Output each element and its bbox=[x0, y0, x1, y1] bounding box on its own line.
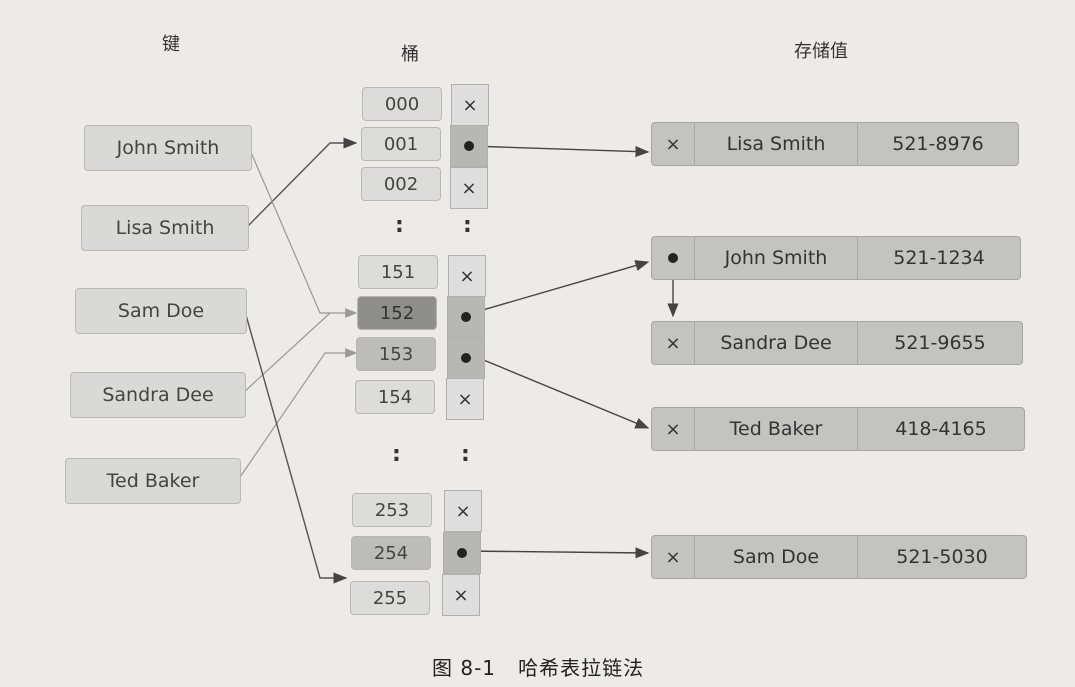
entry-ted-baker: × Ted Baker 418-4165 bbox=[651, 407, 1025, 451]
link-254-to-sam-doe bbox=[463, 547, 650, 559]
entry-next-null: × bbox=[652, 536, 695, 578]
figure-caption: 图 8-1 哈希表拉链法 bbox=[432, 656, 645, 680]
keys-header: 键 bbox=[162, 34, 180, 55]
key-sam-doe: Sam Doe bbox=[75, 288, 247, 334]
entry-next-null: × bbox=[652, 123, 695, 165]
key-ted-baker: Ted Baker bbox=[65, 458, 241, 504]
entry-sandra-dee: × Sandra Dee 521-9655 bbox=[651, 321, 1023, 365]
entry-value: 521-5030 bbox=[896, 546, 988, 568]
ellipsis-pointers-1: : bbox=[463, 213, 472, 238]
bucket-151: 151 bbox=[358, 255, 438, 289]
entry-sam-doe: × Sam Doe 521-5030 bbox=[651, 535, 1027, 579]
bucket-154-null: × bbox=[446, 378, 484, 420]
pointer-dot bbox=[457, 548, 467, 558]
pointer-dot bbox=[668, 253, 678, 263]
bucket-002-null: × bbox=[450, 167, 488, 209]
pointer-dot bbox=[461, 312, 471, 322]
bucket-154: 154 bbox=[355, 380, 435, 414]
pointer-dot bbox=[461, 353, 471, 363]
entry-lisa-smith: × Lisa Smith 521-8976 bbox=[651, 122, 1019, 166]
link-ted-baker-to-153 bbox=[237, 348, 358, 481]
bucket-000-null: × bbox=[451, 84, 489, 126]
ellipsis-buckets-2: : bbox=[392, 442, 401, 467]
bucket-253: 253 bbox=[352, 493, 432, 527]
bucket-001: 001 bbox=[361, 127, 441, 161]
link-john-smith-to-152 bbox=[249, 149, 358, 318]
link-152-to-john-smith bbox=[468, 260, 650, 315]
link-153-to-ted-baker bbox=[468, 353, 650, 429]
key-john-smith: John Smith bbox=[84, 125, 252, 171]
entry-value: 521-8976 bbox=[892, 133, 984, 155]
entry-name: Sandra Dee bbox=[695, 322, 858, 364]
entry-next-null: × bbox=[652, 408, 695, 450]
ellipsis-buckets-1: : bbox=[395, 213, 404, 238]
entry-next-null: × bbox=[652, 322, 695, 364]
key-sandra-dee: Sandra Dee bbox=[70, 372, 246, 418]
bucket-254-pointer bbox=[443, 532, 481, 574]
entry-value: 521-1234 bbox=[893, 247, 985, 269]
link-sam-doe-to-254 bbox=[245, 314, 348, 584]
entry-name: John Smith bbox=[695, 237, 858, 279]
bucket-255-null: × bbox=[442, 574, 480, 616]
bucket-000: 000 bbox=[362, 87, 442, 121]
bucket-152: 152 bbox=[357, 296, 437, 330]
entry-john-smith: John Smith 521-1234 bbox=[651, 236, 1021, 280]
key-lisa-smith: Lisa Smith bbox=[81, 205, 249, 251]
bucket-152-pointer bbox=[447, 296, 485, 338]
bucket-255: 255 bbox=[350, 581, 430, 615]
bucket-002: 002 bbox=[361, 167, 441, 201]
bucket-153: 153 bbox=[356, 337, 436, 371]
values-header: 存储值 bbox=[794, 41, 848, 62]
buckets-header: 桶 bbox=[401, 44, 419, 65]
entry-value: 521-9655 bbox=[894, 332, 986, 354]
bucket-254: 254 bbox=[351, 536, 431, 570]
entry-next-pointer bbox=[652, 237, 695, 279]
ellipsis-pointers-2: : bbox=[461, 442, 470, 467]
entry-name: Sam Doe bbox=[695, 536, 858, 578]
link-sandra-dee-to-152 bbox=[243, 312, 331, 393]
bucket-153-pointer bbox=[447, 337, 485, 379]
link-lisa-smith-to-001 bbox=[245, 137, 358, 229]
link-001-to-lisa-smith bbox=[469, 145, 650, 158]
bucket-253-null: × bbox=[444, 490, 482, 532]
entry-value: 418-4165 bbox=[895, 418, 987, 440]
entry-name: Ted Baker bbox=[695, 408, 858, 450]
bucket-151-null: × bbox=[448, 255, 486, 297]
pointer-dot bbox=[464, 141, 474, 151]
entry-name: Lisa Smith bbox=[695, 123, 858, 165]
bucket-001-pointer bbox=[450, 125, 488, 167]
